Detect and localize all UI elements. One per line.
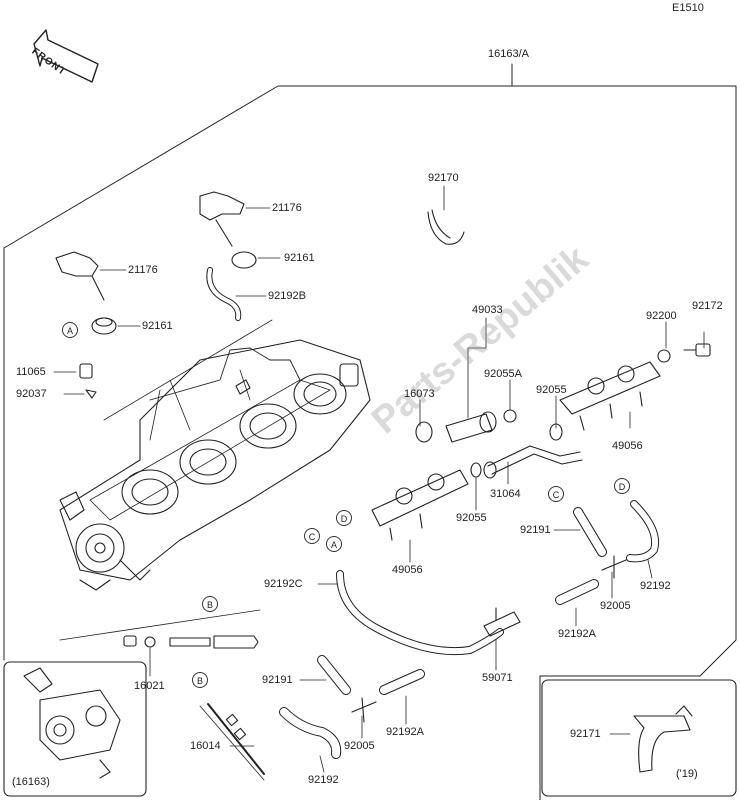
- part-label-92200: 92200: [646, 310, 677, 322]
- seal-92055a-icon: [503, 409, 517, 423]
- front-arrow-icon: [33, 29, 99, 83]
- part-label-92170: 92170: [428, 172, 459, 184]
- part-label-21176-top: 21176: [272, 202, 302, 214]
- hose-92192b-icon: [206, 267, 242, 321]
- callout-c-body: C: [304, 528, 320, 544]
- screw-16014-icon: [207, 703, 265, 775]
- hose-92192c-icon: [336, 570, 504, 656]
- sensor-21176-top-icon: [199, 191, 245, 247]
- part-label-21176-left: 21176: [128, 264, 158, 276]
- screw-16021-icon: [123, 635, 259, 649]
- injector-49033-icon: [445, 411, 497, 443]
- part-label-92161-top: 92161: [284, 252, 315, 264]
- sensor-21176-left-icon: [55, 251, 105, 301]
- leader-lines: [53, 185, 705, 781]
- hose-92192-lower-icon: [279, 707, 342, 759]
- joint-59071-icon: [483, 607, 521, 637]
- assembly-label: 16163/A: [488, 48, 529, 60]
- part-label-92055-lower: 92055: [456, 512, 487, 524]
- part-label-92192b: 92192B: [268, 290, 306, 302]
- clip-92037-icon: [85, 389, 97, 399]
- hose-92192a-lower-icon: [379, 669, 425, 695]
- hose-92191-right-icon: [573, 507, 607, 557]
- part-label-49033: 49033: [472, 304, 503, 316]
- part-label-92192-lower: 92192: [308, 774, 339, 786]
- seal-92055-right-icon: [549, 423, 563, 441]
- part-label-59071: 59071: [482, 672, 513, 684]
- fuel-rail-49056-right-icon: [559, 361, 661, 431]
- inset-assembly-label: (16163): [12, 776, 50, 788]
- part-label-49056-left: 49056: [392, 564, 423, 576]
- seal-92055-lower-icon: [470, 462, 482, 478]
- part-label-16021: 16021: [134, 680, 165, 692]
- part-label-92192-right: 92192: [640, 580, 671, 592]
- callout-a-sensor: A: [62, 322, 78, 338]
- part-label-92005-lower: 92005: [344, 740, 375, 752]
- part-label-92055-right: 92055: [536, 384, 567, 396]
- hose-92192a-right-icon: [555, 579, 599, 605]
- oring-92161-top-icon: [231, 251, 257, 269]
- inset-throttle-icon: [23, 667, 121, 779]
- diagram-code: E1510: [672, 2, 704, 14]
- part-label-92192c: 92192C: [264, 578, 303, 590]
- part-label-31064: 31064: [490, 488, 521, 500]
- part-label-16073: 16073: [404, 388, 435, 400]
- part-label-16014: 16014: [190, 740, 221, 752]
- part-label-92191-right: 92191: [520, 524, 551, 536]
- joint-92005-right-icon: [601, 555, 627, 579]
- callout-b-screw: B: [192, 672, 208, 688]
- inset-frame-left: [3, 661, 147, 797]
- part-label-92172: 92172: [692, 300, 723, 312]
- part-label-92171: 92171: [570, 728, 601, 740]
- inset-frame-right: [541, 679, 737, 797]
- part-label-92055a: 92055A: [484, 368, 522, 380]
- clamp-92170-icon: [427, 209, 465, 245]
- cap-11065-icon: [79, 363, 93, 379]
- callout-d-body: D: [336, 510, 352, 526]
- seal-16073-icon: [415, 421, 433, 443]
- part-label-92005-right: 92005: [600, 600, 631, 612]
- hose-92191-lower-icon: [317, 655, 351, 695]
- throttle-body-assembly: [59, 339, 371, 591]
- fuel-rail-49056-left-icon: [371, 469, 469, 541]
- hose-92192-right-icon: [626, 500, 659, 563]
- callout-a-hose: A: [326, 536, 342, 552]
- part-label-92161-left: 92161: [142, 320, 173, 332]
- part-label-49056-right: 49056: [612, 440, 643, 452]
- callout-b-body: B: [202, 596, 218, 612]
- pipe-31064-icon: [483, 445, 583, 479]
- bolt-92172-icon: [683, 343, 711, 357]
- inset-year-label: ('19): [676, 768, 698, 780]
- joint-92005-lower-icon: [351, 697, 377, 723]
- oring-92161-left-icon: [91, 317, 117, 335]
- callout-d-hose: D: [614, 478, 630, 494]
- part-label-92037: 92037: [16, 388, 47, 400]
- bracket-92171-icon: [633, 705, 693, 773]
- assembly-frame: [3, 63, 737, 800]
- washer-92200-icon: [657, 349, 671, 363]
- callout-c-hose: C: [548, 486, 564, 502]
- part-label-92192a-lower: 92192A: [386, 726, 424, 738]
- part-label-92191-lower: 92191: [262, 674, 293, 686]
- part-label-92192a-right: 92192A: [558, 628, 596, 640]
- part-label-11065: 11065: [16, 366, 46, 378]
